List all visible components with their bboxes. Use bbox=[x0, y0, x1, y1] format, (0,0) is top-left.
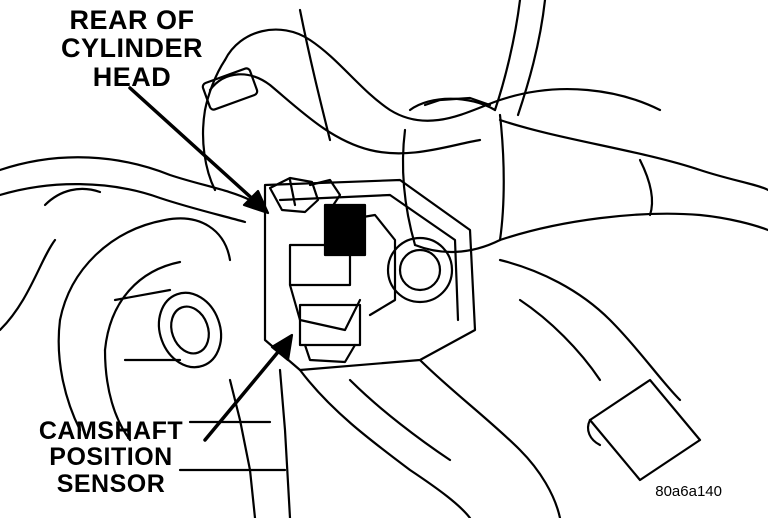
leader-arrow-sensor bbox=[203, 333, 294, 442]
bolt-head bbox=[268, 176, 342, 214]
label-line: CAMSHAFT bbox=[38, 417, 184, 445]
label-line: CYLINDER bbox=[60, 33, 203, 64]
hose-right bbox=[498, 118, 768, 402]
probe-tube bbox=[586, 378, 702, 482]
upper-harness bbox=[201, 28, 662, 192]
lower-harness bbox=[228, 358, 562, 518]
wiring-harness-left bbox=[0, 156, 252, 332]
cable-top bbox=[298, 0, 547, 142]
camshaft-position-sensor bbox=[288, 203, 397, 364]
label-rear-of-cylinder-head: REAR OF CYLINDER HEAD bbox=[48, 6, 216, 91]
label-underlines bbox=[178, 420, 287, 472]
label-camshaft-position-sensor: CAMSHAFT POSITION SENSOR bbox=[20, 418, 202, 497]
cylinder-head bbox=[263, 178, 477, 372]
label-line: POSITION bbox=[49, 443, 173, 472]
label-line: HEAD bbox=[92, 61, 172, 92]
clamp-band bbox=[401, 96, 505, 253]
label-line: SENSOR bbox=[56, 469, 166, 498]
leader-arrow-rear-head bbox=[128, 86, 270, 215]
label-line: REAR OF bbox=[69, 5, 195, 35]
coolant-hose bbox=[57, 217, 232, 442]
figure-id: 80a6a140 bbox=[655, 483, 722, 500]
